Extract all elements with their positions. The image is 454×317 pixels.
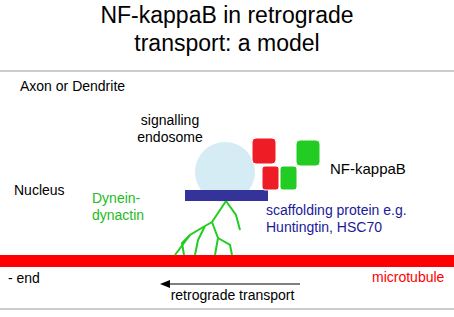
endosome-label: signalling endosome: [125, 112, 215, 146]
retrograde-arrow: [160, 280, 300, 288]
scaffold-bar: [185, 190, 268, 201]
protein-label: NF-kappaB: [330, 160, 406, 178]
title: NF-kappaB in retrograde transport: a mod…: [77, 2, 377, 57]
membrane-line: [0, 70, 454, 72]
microtubule-label: microtubule: [372, 269, 444, 286]
region-label: Nucleus: [14, 182, 65, 199]
arrow-label: retrograde transport: [150, 287, 315, 304]
membrane-line: [0, 308, 454, 310]
dynein-figure: [175, 201, 240, 255]
end-label: - end: [8, 270, 40, 287]
microtubule-bar: [0, 255, 454, 267]
motor-label: Dynein- dynactin: [92, 190, 162, 224]
nfkb-dimer: [252, 138, 320, 190]
region-label: Axon or Dendrite: [20, 78, 125, 95]
scaffold-label: scaffolding protein e.g. Huntingtin, HSC…: [266, 202, 446, 236]
